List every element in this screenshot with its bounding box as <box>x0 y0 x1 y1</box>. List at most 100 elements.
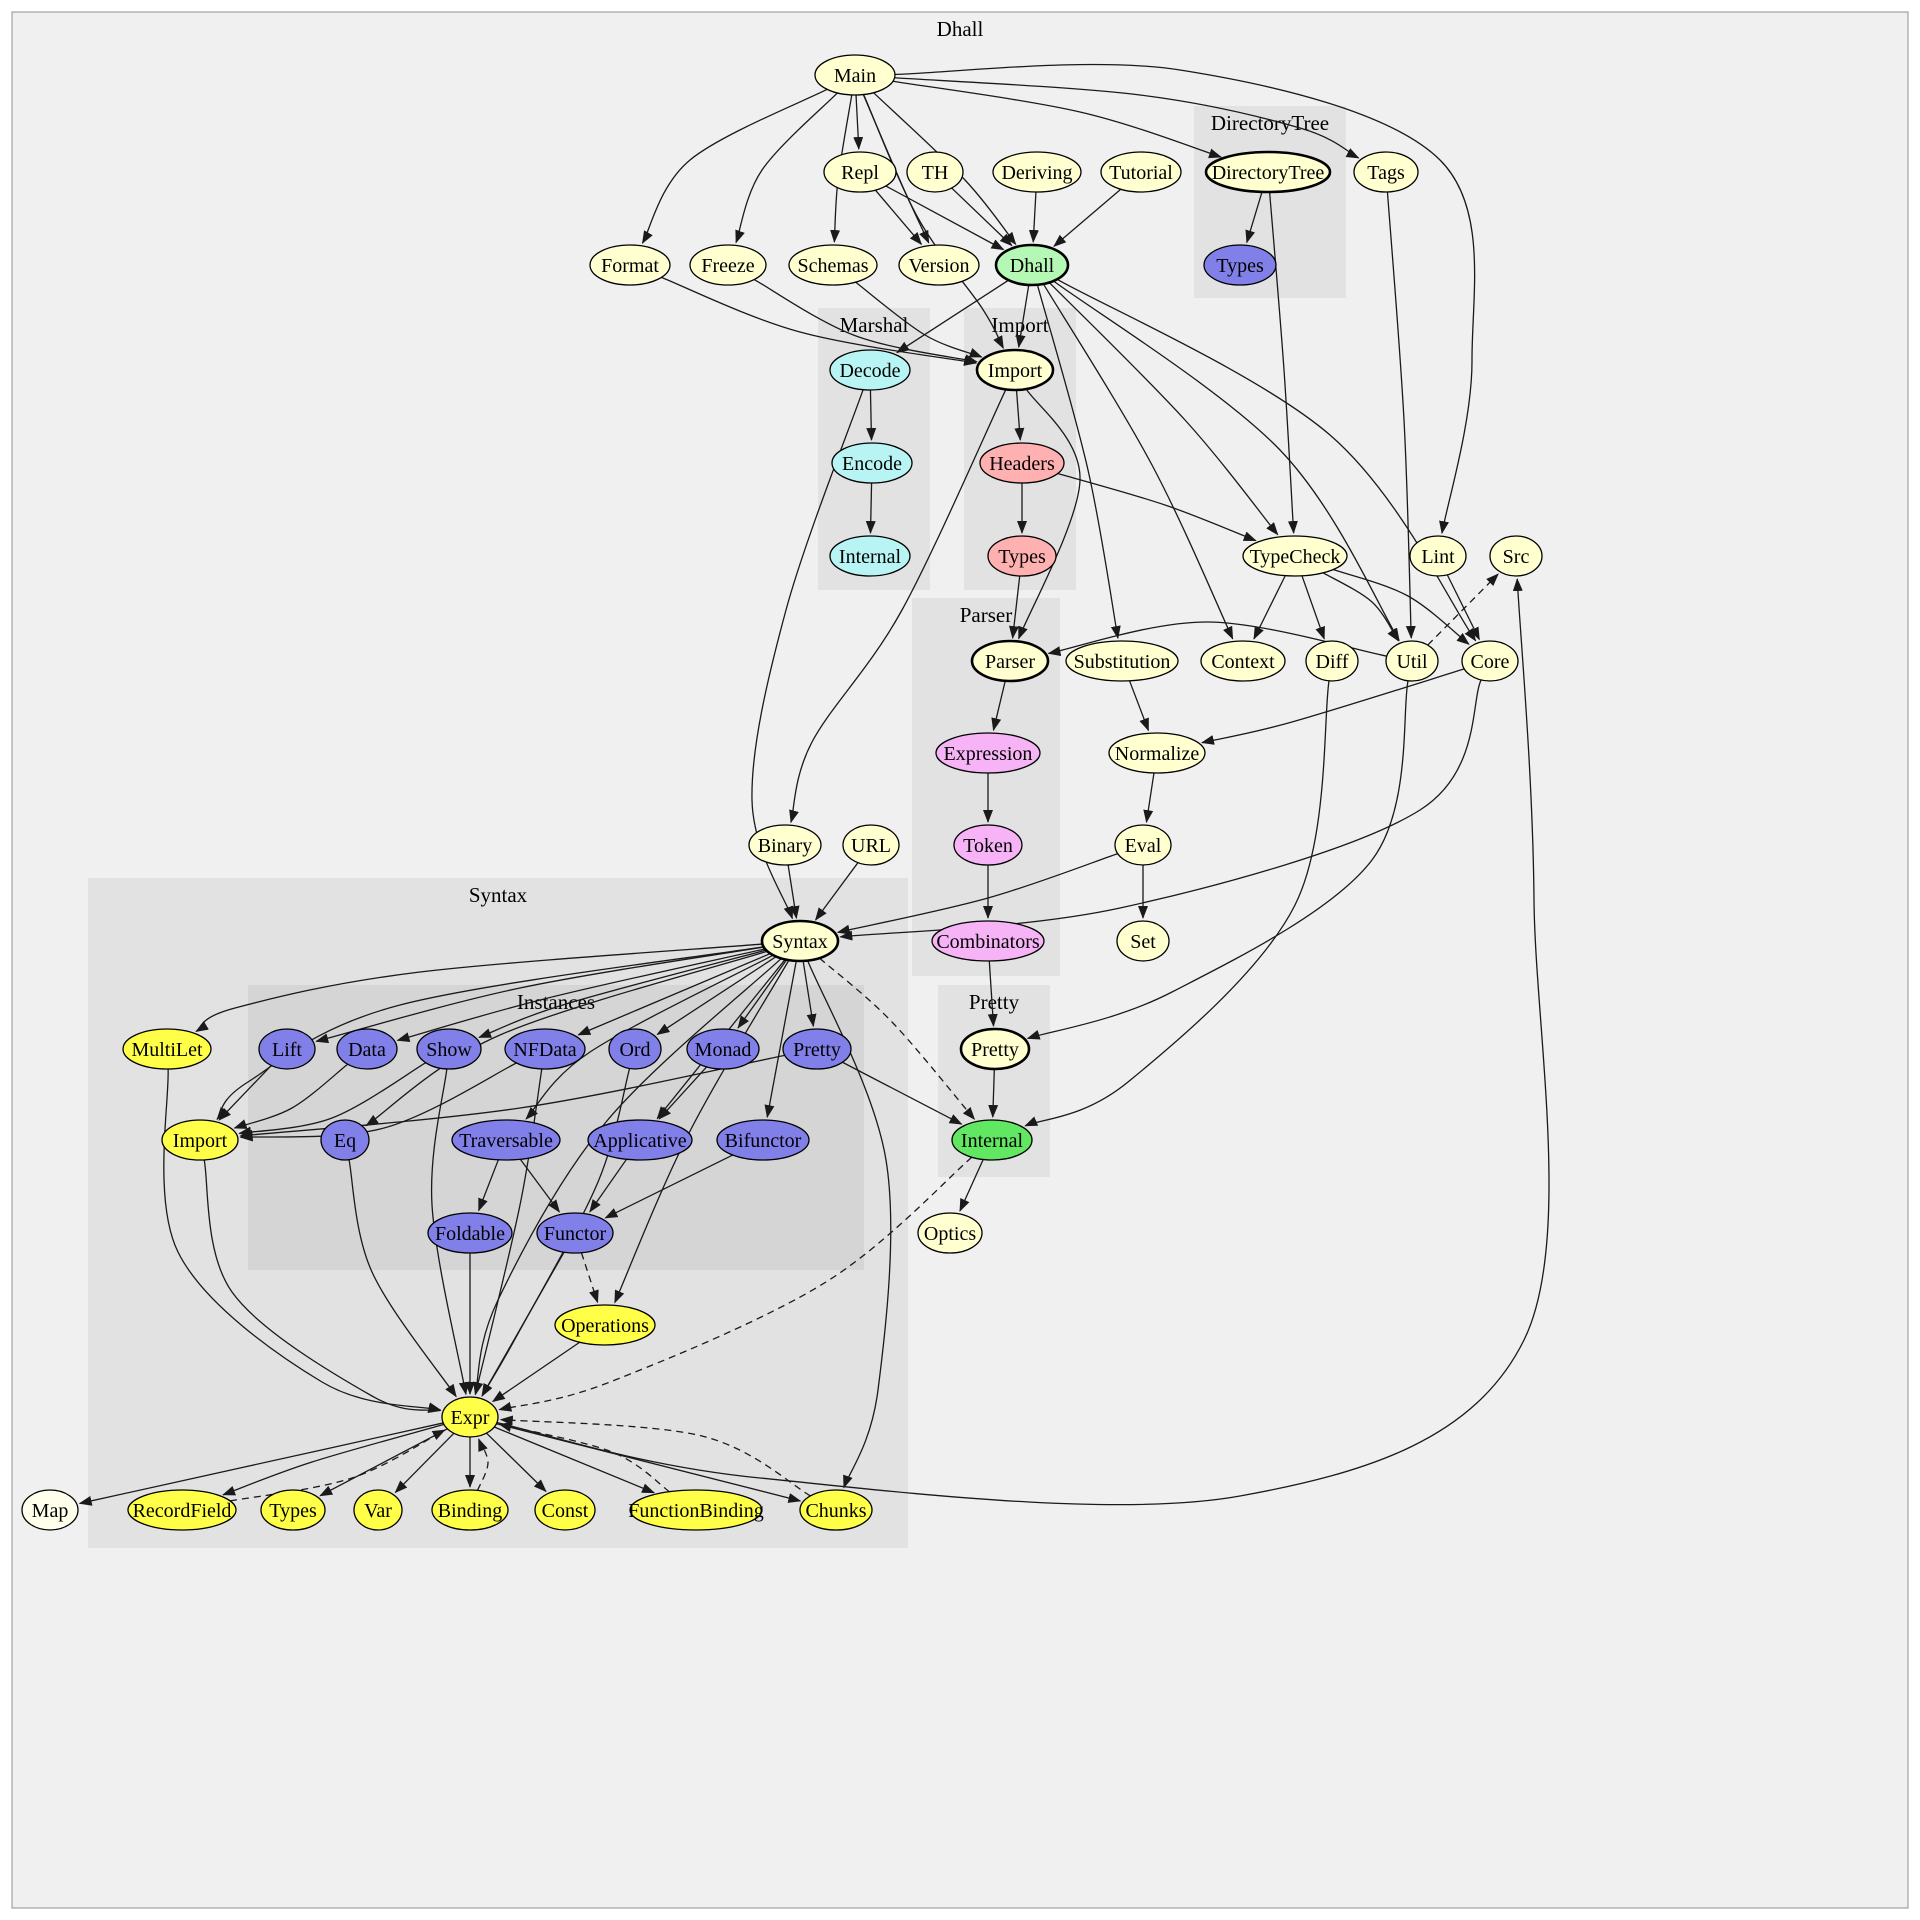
node-map: Map <box>21 1489 79 1531</box>
edge-directorytree-to-types_dt <box>1245 191 1263 244</box>
node-label-pretty_inst: Pretty <box>793 1039 841 1061</box>
node-shape-diff <box>1305 640 1359 682</box>
edge-pretty-to-internal_p <box>988 1068 999 1118</box>
edge-typecheck-to-core <box>1333 568 1470 645</box>
node-internal_p: Internal <box>951 1119 1033 1161</box>
cluster-label-pretty: Pretty <box>969 990 1020 1014</box>
node-operations: Operations <box>554 1304 656 1346</box>
node-shape-functionbinding <box>629 1489 763 1531</box>
node-shape-operations <box>554 1304 656 1346</box>
node-shape-types_syn <box>260 1489 326 1531</box>
edge-directorytree-to-typecheck <box>1268 191 1298 535</box>
edge-syntax-to-data <box>396 948 766 1042</box>
node-syntax: Syntax <box>760 919 840 963</box>
node-functor: Functor <box>536 1212 614 1254</box>
node-chunks: Chunks <box>799 1489 873 1531</box>
node-label-nfdata: NFData <box>513 1039 576 1061</box>
node-shape-functor <box>536 1212 614 1254</box>
edge-expr-to-functionbinding <box>494 1426 656 1494</box>
edge-chunks-to-expr <box>499 1415 811 1497</box>
node-shape-parser <box>970 639 1050 683</box>
node-pretty_inst: Pretty <box>782 1028 852 1070</box>
node-label-types_syn: Types <box>269 1500 317 1522</box>
node-combinators: Combinators <box>931 920 1045 962</box>
node-label-data: Data <box>348 1039 386 1061</box>
edges-layer <box>78 63 1550 1506</box>
edge-repl-to-dhall <box>885 185 1005 251</box>
edge-operations-to-expr <box>491 1341 581 1403</box>
edge-syntax-to-multilet <box>195 943 763 1033</box>
edge-dhall-to-typecheck <box>1048 282 1279 536</box>
node-recordfield: RecordField <box>127 1489 237 1531</box>
node-label-syntax: Syntax <box>772 931 828 953</box>
node-label-show: Show <box>426 1039 472 1061</box>
edge-applicative-to-functor <box>589 1158 628 1213</box>
node-shape-applicative <box>587 1119 693 1161</box>
node-shape-pretty <box>959 1027 1031 1071</box>
node-types_dt: Types <box>1203 244 1277 286</box>
edge-format-to-import_main <box>661 276 978 366</box>
node-shape-dhall <box>994 243 1070 287</box>
node-functionbinding: FunctionBinding <box>628 1489 764 1531</box>
edge-typecheck-to-context <box>1253 575 1286 640</box>
node-shape-binding <box>431 1489 509 1531</box>
edge-repl-to-version <box>874 189 923 246</box>
node-nfdata: NFData <box>504 1028 586 1070</box>
node-shape-core <box>1461 640 1519 682</box>
node-label-lint: Lint <box>1421 546 1455 568</box>
edge-pretty_inst-to-internal_p <box>842 1061 963 1125</box>
node-label-headers: Headers <box>989 453 1055 475</box>
node-src: Src <box>1489 535 1543 577</box>
edge-core-to-normalize <box>1200 668 1465 745</box>
node-shape-util <box>1385 640 1439 682</box>
node-label-monad: Monad <box>695 1039 752 1061</box>
cluster-box-dhall-root <box>11 11 1909 1909</box>
edge-internal_p-to-optics <box>959 1159 984 1212</box>
node-shape-schemas <box>788 244 878 286</box>
node-foldable: Foldable <box>427 1212 513 1254</box>
node-schemas: Schemas <box>788 244 878 286</box>
node-ord: Ord <box>608 1028 662 1070</box>
node-shape-monad <box>686 1028 760 1070</box>
node-label-bifunctor: Bifunctor <box>725 1130 802 1152</box>
node-shape-tutorial <box>1100 151 1182 193</box>
node-label-traversable: Traversable <box>459 1130 553 1152</box>
node-shape-headers <box>979 442 1065 484</box>
node-shape-url <box>842 824 900 866</box>
edge-dhall-to-substitution <box>1036 284 1121 640</box>
node-binding: Binding <box>431 1489 509 1531</box>
edge-encode-to-internal_m <box>865 482 876 535</box>
node-format: Format <box>589 244 671 286</box>
edge-decode-to-encode <box>866 389 877 442</box>
node-label-token: Token <box>963 835 1013 857</box>
edge-syntax-to-lift <box>315 946 764 1044</box>
node-decode: Decode <box>829 349 911 391</box>
edge-dhall-to-import_main <box>1015 284 1030 349</box>
edge-syntax-to-expr <box>473 957 782 1396</box>
cluster-label-instances: Instances <box>517 990 595 1014</box>
node-url: URL <box>842 824 900 866</box>
node-label-recordfield: RecordField <box>133 1500 232 1522</box>
node-shape-version <box>898 244 980 286</box>
node-label-internal_m: Internal <box>839 546 902 568</box>
node-shape-normalize <box>1108 732 1206 774</box>
node-label-decode: Decode <box>839 360 900 382</box>
edge-data-to-import_syn <box>233 1063 349 1129</box>
edge-syntax-to-monad <box>737 959 788 1029</box>
cluster-label-marshal: Marshal <box>840 313 909 337</box>
edge-util-to-src <box>1427 573 1499 646</box>
node-applicative: Applicative <box>587 1119 693 1161</box>
node-label-multilet: MultiLet <box>131 1039 203 1061</box>
node-shape-decode <box>829 349 911 391</box>
edge-parser-to-expression <box>991 680 1006 732</box>
node-label-typecheck: TypeCheck <box>1250 546 1341 568</box>
node-shape-expression <box>935 732 1041 774</box>
node-label-freeze: Freeze <box>701 255 754 277</box>
edge-main-to-lint <box>894 63 1476 535</box>
node-shape-substitution <box>1065 640 1179 682</box>
node-label-ord: Ord <box>619 1039 650 1061</box>
node-shape-foldable <box>427 1212 513 1254</box>
node-shape-deriving <box>992 151 1082 193</box>
